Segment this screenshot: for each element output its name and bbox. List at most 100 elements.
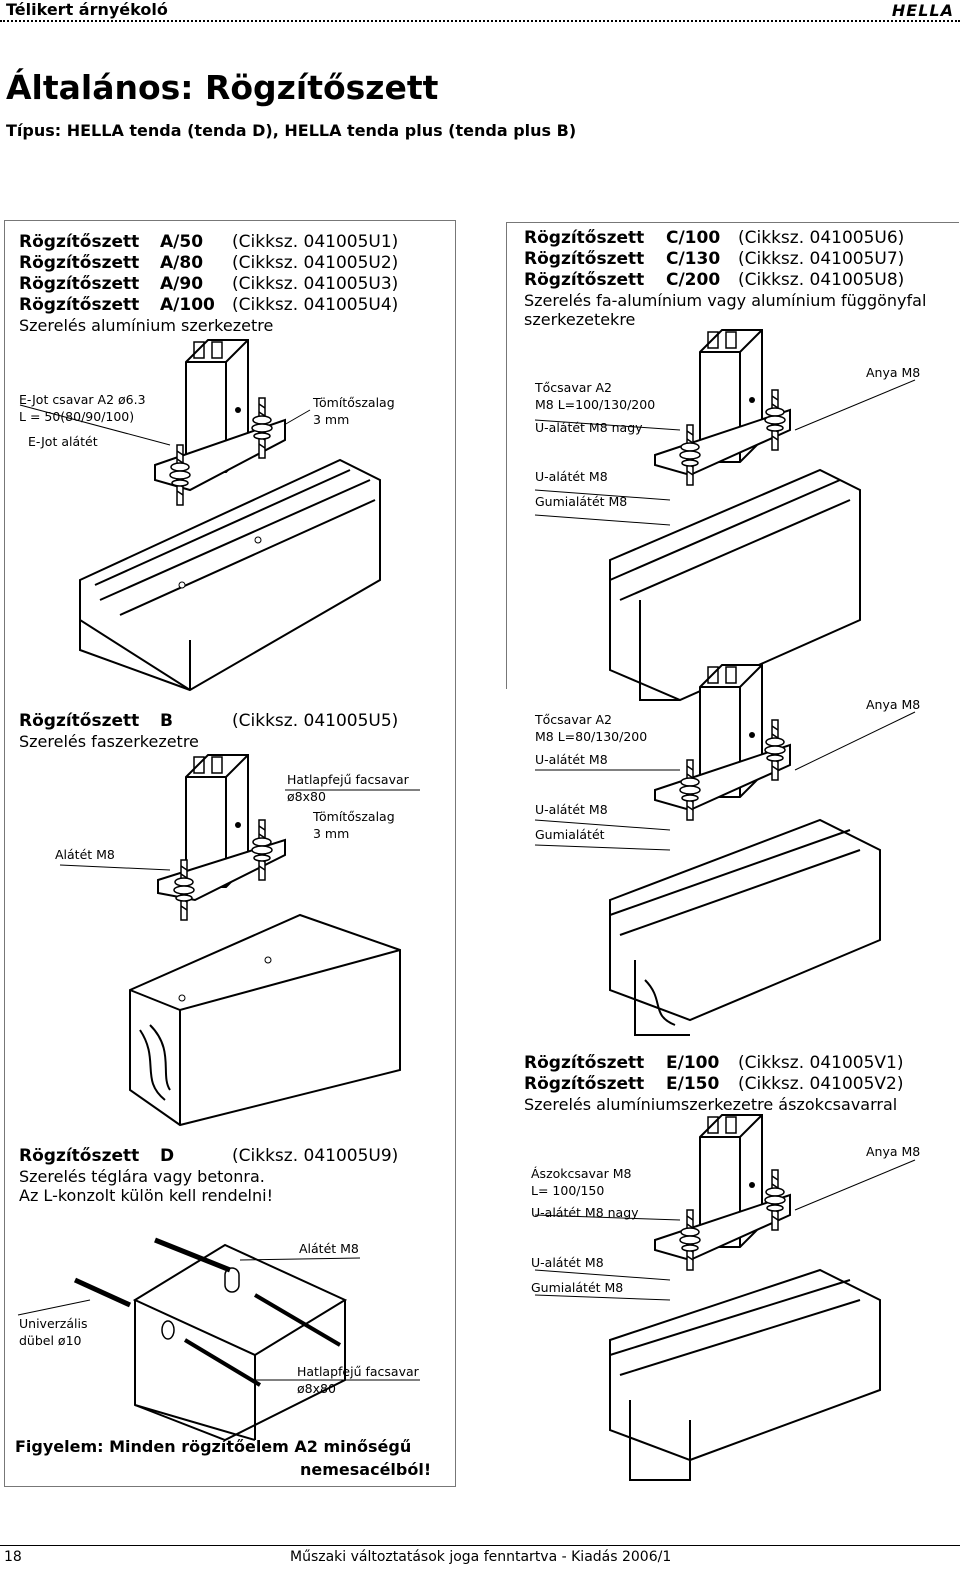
label-bolt: Tőcsavar A2 <box>535 380 613 395</box>
label-washer: U-alátét M8 <box>531 1255 604 1270</box>
list-item: Rögzítőszett E/100 (Cikksz. 041005V1) <box>524 1053 903 1074</box>
panel-d-title-list: Rögzítőszett D (Cikksz. 041005U9) Szerelés… <box>19 1146 398 1205</box>
set-ref: (Cikksz. 041005U5) <box>232 711 399 731</box>
panel-c-description: Szerelés fa-alumínium vagy alumínium füg… <box>524 291 927 310</box>
set-code: A/90 <box>160 274 204 294</box>
set-name: Rögzítőszett <box>524 228 645 248</box>
set-ref: (Cikksz. 041005U4) <box>232 295 399 315</box>
footer-divider <box>0 1545 960 1546</box>
label-nut: Anya M8 <box>866 1144 921 1159</box>
panel-a-drawing <box>19 339 381 692</box>
page-number: 18 <box>4 1549 22 1565</box>
set-ref: (Cikksz. 041005U1) <box>232 232 399 252</box>
label-washer: Alátét M8 <box>55 847 115 862</box>
label-tape-size: 3 mm <box>313 412 350 427</box>
label-screw-size: ø8x80 <box>287 789 326 804</box>
set-ref: (Cikksz. 041005U2) <box>232 253 399 273</box>
panel-b-description: Szerelés faszerkezetre <box>19 732 199 751</box>
panel-d-drawing <box>17 1237 420 1442</box>
label-screw: E-Jot csavar A2 ø6.3 <box>19 392 146 407</box>
set-code: D <box>160 1146 175 1166</box>
set-name: Rögzítőszett <box>524 270 645 290</box>
panel-c-description-2: szerkezetekre <box>524 310 636 329</box>
set-name: Rögzítőszett <box>19 711 140 731</box>
label-bolt-size: M8 L=100/130/200 <box>535 397 656 412</box>
set-name: Rögzítőszett <box>19 1146 140 1166</box>
label-length: L = 50(80/90/100) <box>19 409 135 424</box>
label-screw-size: ø8x80 <box>297 1381 336 1396</box>
list-item: Rögzítőszett C/200 (Cikksz. 041005U8) <box>524 270 926 291</box>
set-name: Rögzítőszett <box>19 232 140 252</box>
list-item: Rögzítőszett B (Cikksz. 041005U5) <box>19 711 398 732</box>
set-name: Rögzítőszett <box>524 249 645 269</box>
set-name: Rögzítőszett <box>19 253 140 273</box>
label-tape: Tömítőszalag <box>313 395 395 410</box>
set-code: B <box>160 711 173 731</box>
set-name: Rögzítőszett <box>19 295 140 315</box>
label-washer-1: U-alátét M8 <box>535 752 608 767</box>
set-name: Rögzítőszett <box>524 1074 645 1094</box>
page-title: Általános: Rögzítőszett <box>6 68 439 107</box>
panel-c-drawing <box>534 329 916 702</box>
panel-d-description-2: Az L-konzolt külön kell rendelni! <box>19 1186 273 1205</box>
panel-a-b-frame <box>4 220 456 1487</box>
label-rubber: Gumialátét <box>535 827 605 842</box>
panel-b-drawing <box>59 754 420 1127</box>
panel-e-drawing <box>534 1114 916 1481</box>
set-code: A/80 <box>160 253 204 273</box>
label-screw: Hatlapfejű facsavar <box>297 1364 419 1379</box>
set-ref: (Cikksz. 041005U6) <box>738 228 905 248</box>
set-code: A/100 <box>160 295 215 315</box>
label-dowel: Univerzális <box>19 1316 88 1331</box>
section-title: Télikert árnyékoló <box>6 0 168 19</box>
label-washer: Alátét M8 <box>299 1241 359 1256</box>
set-ref: (Cikksz. 041005U9) <box>232 1146 399 1166</box>
label-tape: Tömítőszalag <box>313 809 395 824</box>
set-ref: (Cikksz. 041005U3) <box>232 274 399 294</box>
set-code: E/100 <box>666 1053 720 1073</box>
label-nut: Anya M8 <box>866 365 921 380</box>
panel-e-description: Szerelés alumíniumszerkezetre ászokcsava… <box>524 1095 898 1114</box>
label-washer-large: U-alátét M8 nagy <box>531 1205 639 1220</box>
footer-note: Műszaki változtatások joga fenntartva - … <box>290 1549 672 1565</box>
label-screw: Hatlapfejű facsavar <box>287 772 409 787</box>
set-ref: (Cikksz. 041005V1) <box>738 1053 904 1073</box>
header-divider <box>0 20 960 22</box>
label-dowel-size: dübel ø10 <box>19 1333 82 1348</box>
set-ref: (Cikksz. 041005U8) <box>738 270 905 290</box>
list-item: Rögzítőszett A/90 (Cikksz. 041005U3) <box>19 274 398 295</box>
set-code: E/150 <box>666 1074 720 1094</box>
set-code: C/130 <box>666 249 721 269</box>
list-item: Rögzítőszett A/80 (Cikksz. 041005U2) <box>19 253 398 274</box>
label-rubber: Gumialátét M8 <box>535 494 628 509</box>
label-rubber: Gumialátét M8 <box>531 1280 624 1295</box>
label-bolt-size: M8 L=80/130/200 <box>535 729 648 744</box>
panel-a-title-list: Rögzítőszett A/50 (Cikksz. 041005U1) Rögzí… <box>19 232 398 335</box>
warning-text-2: nemesacélból! <box>300 1460 432 1479</box>
set-name: Rögzítőszett <box>524 1053 645 1073</box>
set-name: Rögzítőszett <box>19 274 140 294</box>
panel-d-description: Szerelés téglára vagy betonra. <box>19 1167 265 1186</box>
set-ref: (Cikksz. 041005U7) <box>738 249 905 269</box>
label-washer-2: U-alátét M8 <box>535 802 608 817</box>
panel-c2-drawing <box>534 664 916 1036</box>
panel-a-description: Szerelés alumínium szerkezetre <box>19 316 274 335</box>
list-item: Rögzítőszett A/50 (Cikksz. 041005U1) <box>19 232 398 253</box>
panel-e-title-list: Rögzítőszett E/100 (Cikksz. 041005V1) Rögz… <box>524 1053 903 1114</box>
list-item: Rögzítőszett C/130 (Cikksz. 041005U7) <box>524 249 926 270</box>
label-washer: U-alátét M8 <box>535 469 608 484</box>
label-tape-size: 3 mm <box>313 826 350 841</box>
set-code: C/200 <box>666 270 721 290</box>
label-nut: Anya M8 <box>866 697 921 712</box>
set-ref: (Cikksz. 041005V2) <box>738 1074 904 1094</box>
label-washer: E-Jot alátét <box>28 434 98 449</box>
label-washer-large: U-alátét M8 nagy <box>535 420 643 435</box>
label-bolt: Ászokcsavar M8 <box>531 1166 632 1181</box>
set-code: A/50 <box>160 232 204 252</box>
warning-text: Figyelem: Minden rögzítőelem A2 minőségű <box>15 1437 412 1456</box>
list-item: Rögzítőszett E/150 (Cikksz. 041005V2) <box>524 1074 903 1095</box>
panel-b-title-list: Rögzítőszett B (Cikksz. 041005U5) Szerelés… <box>19 711 398 751</box>
